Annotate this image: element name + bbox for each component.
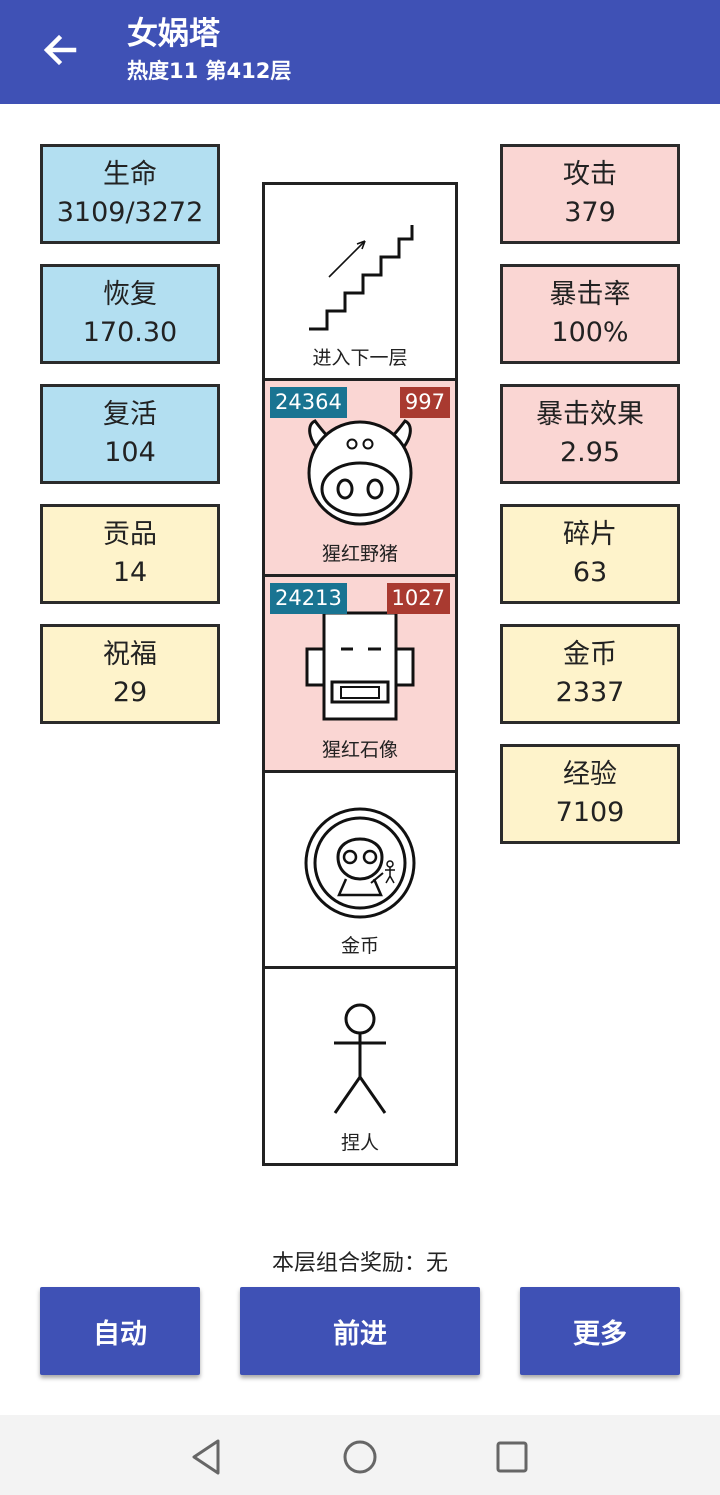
stat-regen: 恢复 170.30 bbox=[40, 264, 220, 364]
combo-reward-text: 本层组合奖励：无 bbox=[271, 1251, 448, 1276]
auto-button[interactable]: 自动 bbox=[40, 1287, 200, 1375]
tower-cell-player[interactable]: 捏人 bbox=[265, 969, 455, 1163]
cell-name: 捏人 bbox=[340, 1132, 379, 1154]
stat-hp: 生命 3109/3272 bbox=[40, 144, 220, 244]
stat-label: 暴击率 bbox=[549, 279, 631, 310]
stat-label: 贡品 bbox=[103, 519, 157, 550]
stat-label: 恢复 bbox=[103, 279, 157, 310]
stat-value: 63 bbox=[572, 557, 608, 588]
stat-exp: 经验 7109 bbox=[500, 744, 680, 844]
enemy-hp-badge: 24364 bbox=[270, 387, 347, 418]
page-subtitle: 热度11 第412层 bbox=[127, 59, 292, 83]
more-button[interactable]: 更多 bbox=[520, 1287, 680, 1375]
nav-recents-icon[interactable] bbox=[490, 1435, 534, 1479]
tower-cell-enemy[interactable]: 24213 1027 猩红石像 bbox=[265, 577, 455, 773]
stat-revive: 复活 104 bbox=[40, 384, 220, 484]
tower-cell-enemy[interactable]: 24364 997 猩红野猪 bbox=[265, 381, 455, 577]
stat-value: 2337 bbox=[555, 677, 625, 708]
stat-crit-effect: 暴击效果 2.95 bbox=[500, 384, 680, 484]
pig-icon bbox=[307, 419, 413, 526]
stat-fragments: 碎片 63 bbox=[500, 504, 680, 604]
enemy-attack-badge: 997 bbox=[399, 387, 450, 418]
stat-value: 379 bbox=[564, 197, 616, 228]
stat-label: 复活 bbox=[103, 399, 157, 430]
stat-label: 攻击 bbox=[563, 159, 617, 190]
stat-label: 经验 bbox=[563, 759, 617, 790]
stat-offering: 贡品 14 bbox=[40, 504, 220, 604]
back-button[interactable] bbox=[30, 22, 90, 78]
cell-name: 进入下一层 bbox=[312, 347, 408, 369]
cell-name: 猩红野猪 bbox=[321, 543, 398, 565]
robot-statue-icon bbox=[305, 611, 415, 721]
stat-value: 29 bbox=[112, 677, 148, 708]
stat-label: 暴击效果 bbox=[536, 399, 644, 430]
stat-value: 3109/3272 bbox=[56, 197, 204, 228]
stick-figure-icon bbox=[333, 1003, 387, 1114]
stat-attack: 攻击 379 bbox=[500, 144, 680, 244]
page-title: 女娲塔 bbox=[127, 16, 220, 52]
stat-value: 2.95 bbox=[559, 437, 621, 468]
stairs-icon bbox=[309, 225, 414, 331]
cell-name: 猩红石像 bbox=[321, 739, 398, 761]
arrow-left-icon bbox=[43, 34, 77, 66]
stat-blessing: 祝福 29 bbox=[40, 624, 220, 724]
advance-button[interactable]: 前进 bbox=[240, 1287, 480, 1375]
tower-cell-item[interactable]: 金币 bbox=[265, 773, 455, 969]
stat-value: 14 bbox=[112, 557, 148, 588]
stat-crit-rate: 暴击率 100% bbox=[500, 264, 680, 364]
nav-home-icon[interactable] bbox=[338, 1435, 382, 1479]
cell-name: 金币 bbox=[340, 935, 379, 957]
stat-value: 7109 bbox=[555, 797, 625, 828]
stat-label: 碎片 bbox=[563, 519, 617, 550]
app-bar: 女娲塔 热度11 第412层 bbox=[0, 0, 720, 104]
system-nav-bar bbox=[0, 1415, 720, 1495]
stat-value: 170.30 bbox=[82, 317, 178, 348]
stat-value: 104 bbox=[104, 437, 156, 468]
stat-label: 金币 bbox=[563, 639, 617, 670]
coin-icon bbox=[304, 807, 416, 919]
stat-gold: 金币 2337 bbox=[500, 624, 680, 724]
stat-value: 100% bbox=[551, 317, 629, 348]
tower-column: 进入下一层 24364 997 猩红野猪 24213 1027 猩红石像 bbox=[262, 182, 458, 1166]
enemy-attack-badge: 1027 bbox=[386, 583, 450, 614]
stat-label: 生命 bbox=[103, 159, 157, 190]
nav-back-icon[interactable] bbox=[184, 1435, 228, 1479]
tower-cell-stairs[interactable]: 进入下一层 bbox=[265, 185, 455, 381]
stat-label: 祝福 bbox=[103, 639, 157, 670]
enemy-hp-badge: 24213 bbox=[270, 583, 347, 614]
